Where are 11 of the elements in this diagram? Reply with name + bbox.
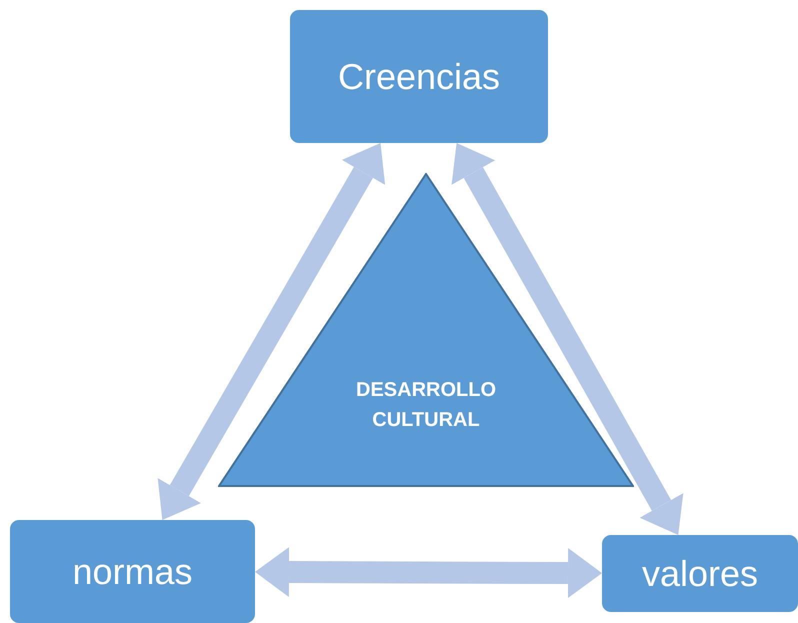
node-label: normas — [72, 550, 193, 592]
node-label: Creencias — [338, 56, 500, 98]
double-arrow — [255, 547, 602, 598]
process-box — [290, 10, 548, 143]
node-label: valores — [642, 552, 758, 594]
process-box — [10, 520, 255, 623]
triangle-shape — [218, 173, 634, 487]
process-box — [602, 535, 798, 612]
node-label: DESARROLLO CULTURAL — [355, 378, 497, 433]
double-arrow — [158, 143, 386, 520]
double-arrow — [452, 143, 684, 535]
